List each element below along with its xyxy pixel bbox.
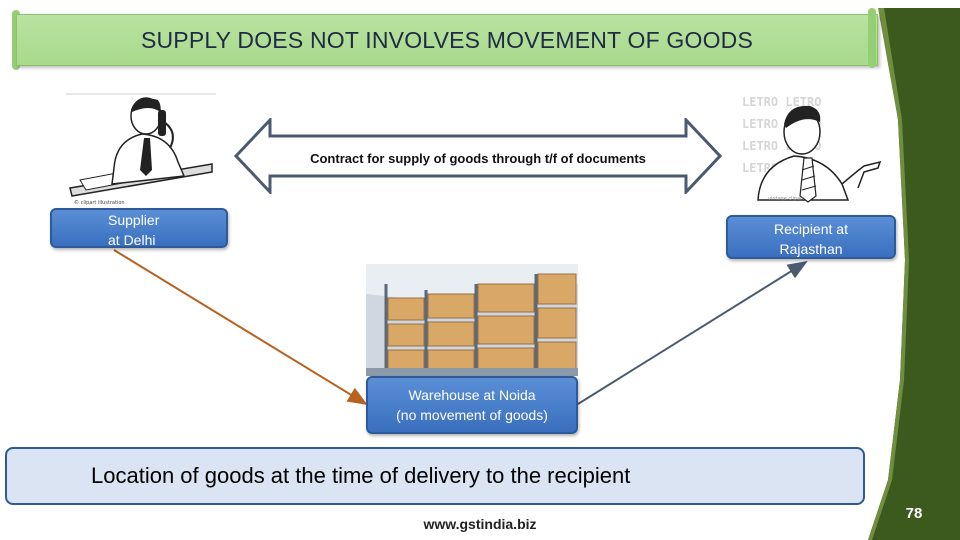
- bottom-note-box: Location of goods at the time of deliver…: [5, 447, 865, 505]
- recipient-box: Recipient at Rajasthan: [726, 215, 896, 259]
- supplier-to-warehouse-arrow: [113, 249, 368, 406]
- svg-text:vintage clipart: vintage clipart: [768, 196, 804, 202]
- page-title: SUPPLY DOES NOT INVOLVES MOVEMENT OF GOO…: [140, 26, 754, 53]
- recipient-line1: Recipient at: [774, 221, 848, 237]
- warehouse-line1: Warehouse at Noida: [408, 387, 536, 403]
- warehouse-line2: (no movement of goods): [396, 407, 548, 423]
- contract-double-arrow: [234, 118, 722, 194]
- supplier-line1: Supplier: [108, 212, 160, 228]
- title-banner: SUPPLY DOES NOT INVOLVES MOVEMENT OF GOO…: [16, 14, 878, 66]
- supplier-illustration: © clipart illustration: [66, 92, 216, 208]
- supplier-box: Supplier at Delhi: [50, 208, 228, 248]
- svg-text:LETRO LETRO: LETRO LETRO: [742, 95, 821, 109]
- warehouse-photo: [366, 264, 578, 376]
- svg-text:© clipart illustration: © clipart illustration: [74, 199, 125, 206]
- warehouse-box: Warehouse at Noida (no movement of goods…: [366, 376, 578, 434]
- recipient-line2: Rajasthan: [779, 241, 843, 257]
- website-link[interactable]: www.gstindia.biz: [423, 516, 537, 532]
- recipient-illustration: LETRO LETRO LETRO LETRO LETRO LETRO LETR…: [738, 92, 888, 204]
- warehouse-to-recipient-arrow: [577, 260, 808, 405]
- supplier-line2: at Delhi: [108, 232, 156, 248]
- bottom-note: Location of goods at the time of deliver…: [91, 463, 631, 488]
- page-number: 78: [905, 505, 923, 522]
- contract-label: Contract for supply of goods through t/f…: [310, 150, 646, 166]
- banner-right-roll: [868, 8, 876, 68]
